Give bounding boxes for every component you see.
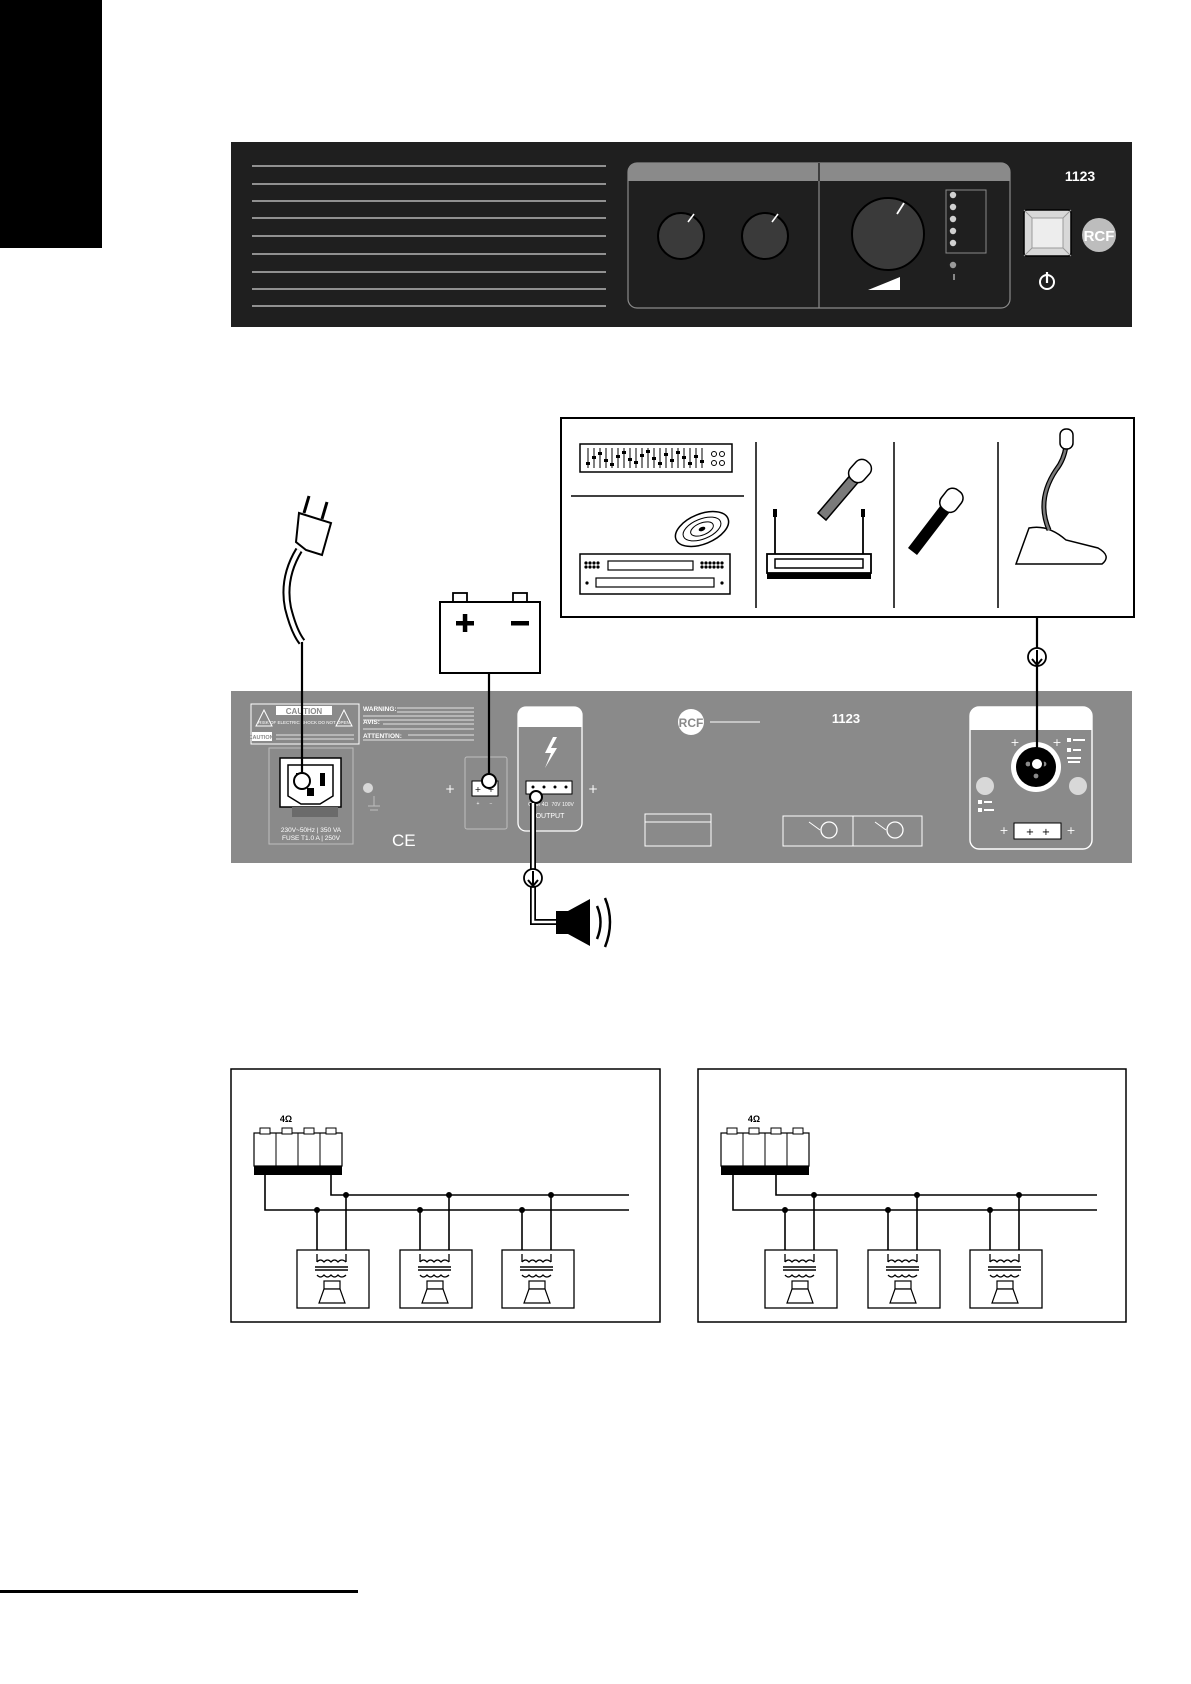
svg-text:+: + [999,824,1008,837]
rear-panel: CAUTION RISK OF ELECTRIC SHOCK DO NOT OP… [231,691,1132,863]
front-panel: 1123 RCF [231,142,1132,327]
power-switch[interactable] [1024,210,1071,256]
svg-text:+: + [1026,827,1034,838]
caution-label-box: CAUTION RISK OF ELECTRIC SHOCK DO NOT OP… [249,704,359,744]
transformer-speaker-3 [502,1250,574,1308]
loudspeaker-icon [556,898,610,947]
tap-100v: 100V [562,802,574,808]
front-brand-label: RCF [1084,228,1115,245]
left-impedance-label: 4Ω [280,1114,292,1124]
mic-gain-trimmer-right[interactable] [1069,777,1087,795]
svg-text:+: + [445,782,455,796]
battery-terminal-neg: − [490,801,493,807]
fuse-rating: FUSE T1.0 A | 250V [282,835,341,842]
svg-text:+: + [475,785,482,794]
svg-text:+: + [1052,736,1061,749]
transformer-speaker-4 [765,1250,837,1308]
svg-text:+: + [1066,824,1075,837]
caution-tag: CAUTION: [249,735,276,741]
rcf-logo: RCF [1082,218,1116,252]
tone-knob-right[interactable] [742,213,788,259]
output-label: OUTPUT [536,813,566,820]
tone-knob-left[interactable] [658,213,704,259]
cd-player-icon [580,554,730,594]
svg-text:+: + [1010,736,1019,749]
battery-terminal-pos: + [477,801,480,807]
mains-connection-point [294,773,310,789]
transformer-speaker-2 [400,1250,472,1308]
mains-inlet: 230V~50Hz | 350 VA FUSE T1.0 A | 250V [269,748,353,844]
wiring-diagram-left: 4Ω [231,1069,660,1322]
transformer-speaker-6 [970,1250,1042,1308]
equalizer-icon [580,444,732,472]
tap-4ohm: 4Ω [542,802,549,808]
svg-text:+: + [1042,827,1050,838]
protect-led [950,262,956,268]
attention-tag: ATTENTION: [363,733,402,740]
mic-gain-trimmer-left[interactable] [976,777,994,795]
power-rating: 230V~50Hz | 350 VA [281,827,342,834]
right-impedance-label: 4Ω [748,1114,760,1124]
rear-model-label: 1123 [832,711,860,726]
warning-tag: WARNING: [363,706,397,713]
ce-mark: CE [392,831,416,850]
right-terminal-block [721,1128,809,1175]
wiring-diagram-right: 4Ω [698,1069,1126,1322]
input-sources-box [561,418,1134,617]
tap-70v: 70V [552,802,562,808]
caution-title: CAUTION [286,707,323,716]
ground-screw [363,783,373,793]
caution-text: RISK OF ELECTRIC SHOCK DO NOT OPEN [258,720,349,725]
transformer-speaker-1 [297,1250,369,1308]
left-terminal-block [254,1128,342,1175]
svg-text:+: + [588,782,598,796]
transformer-speaker-5 [868,1250,940,1308]
front-model-label: 1123 [1065,168,1096,184]
rear-brand-label: RCF [679,716,704,730]
